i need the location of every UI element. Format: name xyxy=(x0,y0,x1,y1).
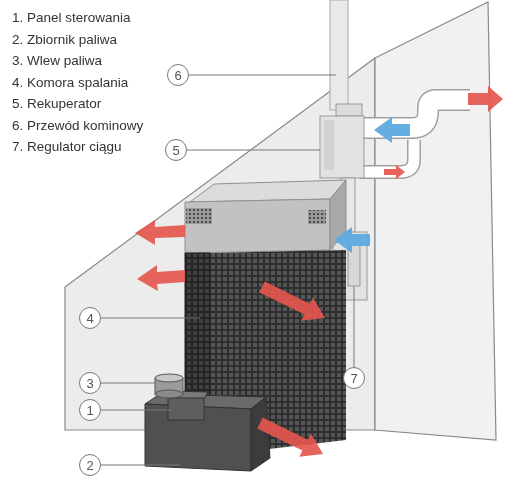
callout-circle: 4 xyxy=(79,307,101,329)
air-pipe xyxy=(360,140,414,172)
heater-top-housing xyxy=(185,180,346,253)
callout-number: 5 xyxy=(172,144,179,157)
leader-line xyxy=(101,410,172,411)
chimney-pipe xyxy=(330,0,348,110)
part-name: 5. Rekuperator xyxy=(12,96,101,112)
hot-air-arrow xyxy=(468,86,503,112)
fuel-tank xyxy=(145,394,270,471)
fuel-tank xyxy=(251,397,270,471)
part-name: 1. Panel sterowania xyxy=(12,10,131,26)
callout-number: 6 xyxy=(174,69,181,82)
air-pipe xyxy=(360,100,470,172)
leader-line xyxy=(101,318,200,319)
callout-circle: 5 xyxy=(165,139,187,161)
hot-air-arrow xyxy=(135,86,503,457)
callout-number: 7 xyxy=(350,372,357,385)
part-name: 4. Komora spalania xyxy=(12,75,128,91)
hot-air-arrow xyxy=(257,418,323,457)
fuel-filler xyxy=(155,374,183,398)
part-name: 3. Wlew paliwa xyxy=(12,53,102,69)
leader-line xyxy=(189,75,336,76)
hot-air-arrow xyxy=(137,265,185,291)
recuperator xyxy=(336,104,362,116)
control-panel xyxy=(168,398,204,420)
heater-top-housing xyxy=(308,210,326,224)
heater-top-housing xyxy=(185,199,330,253)
air-pipe xyxy=(360,100,470,128)
wall xyxy=(375,2,496,440)
callout-number: 1 xyxy=(86,404,93,417)
callout-number: 3 xyxy=(86,377,93,390)
leader-line xyxy=(101,75,354,465)
part-name: 6. Przewód kominowy xyxy=(12,118,143,134)
heater-top-housing xyxy=(186,208,212,224)
leader-line xyxy=(187,150,320,151)
fuel-filler xyxy=(155,390,183,398)
leader-line xyxy=(101,465,180,466)
fresh-air-arrow xyxy=(334,117,410,253)
hot-air-arrow xyxy=(135,220,185,245)
recuperator xyxy=(320,116,364,178)
leader-line xyxy=(354,286,355,367)
hot-air-arrow xyxy=(384,165,405,179)
recuperator xyxy=(324,120,334,170)
part-name: 7. Regulator ciągu xyxy=(12,139,122,155)
callout-circle: 2 xyxy=(79,454,101,476)
callout-number: 4 xyxy=(86,312,93,325)
fresh-air-arrow xyxy=(334,227,370,253)
chimney-pipe xyxy=(330,0,348,110)
air-pipe xyxy=(360,140,414,172)
callout-circle: 1 xyxy=(79,399,101,421)
callout-number: 2 xyxy=(86,459,93,472)
fresh-air-arrow xyxy=(374,117,410,143)
air-pipe xyxy=(360,100,470,128)
hot-air-arrow xyxy=(259,282,325,321)
callout-circle: 7 xyxy=(343,367,365,389)
callout-circle: 6 xyxy=(167,64,189,86)
fuel-filler xyxy=(155,374,183,382)
callout-circle: 3 xyxy=(79,372,101,394)
leader-line xyxy=(101,383,156,384)
part-name: 2. Zbiornik paliwa xyxy=(12,32,117,48)
